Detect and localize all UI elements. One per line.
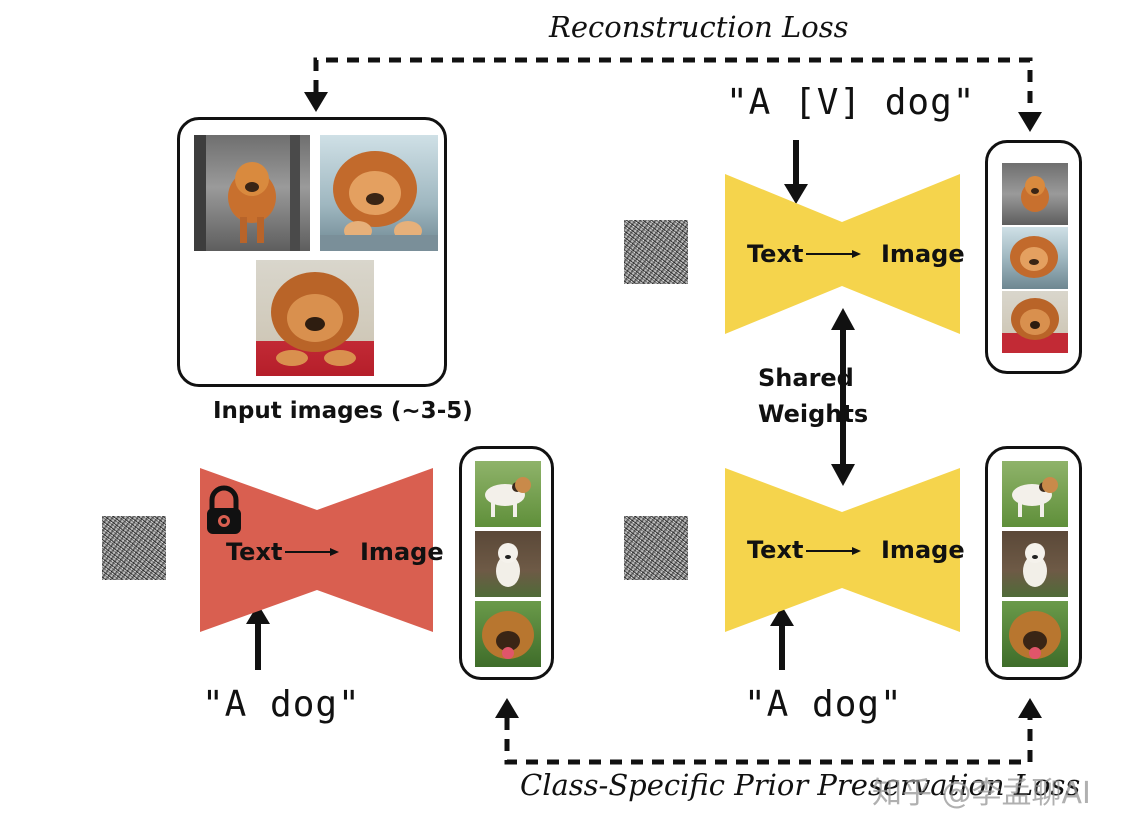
shared-weights-line1: Shared [758, 364, 854, 392]
top-model-text-label: Text [747, 240, 804, 268]
subject-output-box [985, 140, 1082, 374]
frozen-model-text-label: Text [226, 538, 283, 566]
subject-output-photo-3 [1002, 291, 1068, 353]
input-images-box [177, 117, 447, 387]
watermark: 知乎 @李孟聊AI [872, 776, 1091, 811]
prompt-arrow-subject [784, 140, 808, 204]
prior-output-photo-2 [1002, 531, 1068, 597]
shared-weights-label: Shared Weights [758, 360, 868, 432]
prompt-arrow-bottom [770, 606, 794, 670]
bottom-model-text-label: Text [747, 536, 804, 564]
bottom-model-shape [725, 468, 960, 632]
input-dog-photo-2 [320, 135, 438, 251]
frozen-model-bowtie [200, 468, 433, 632]
dog-photo-icon [1012, 477, 1058, 517]
subject-output-photo-1 [1002, 163, 1068, 225]
prior-dog-photo-1 [475, 461, 541, 527]
dog-photo-icon [320, 151, 438, 251]
class-prompt-left: "A dog" [202, 684, 361, 725]
dog-photo-icon [1009, 611, 1061, 659]
dog-photo-icon [271, 272, 359, 366]
noise-image-frozen [102, 516, 166, 580]
shared-weights-line2: Weights [758, 400, 869, 428]
reconstruction-loss-title: Reconstruction Loss [549, 10, 849, 44]
dog-photo-icon [194, 135, 300, 251]
dog-photo-icon [1023, 543, 1047, 587]
bottom-model-image-label: Image [881, 536, 965, 564]
arrowhead-up-left [495, 698, 519, 718]
frozen-model-shape [200, 468, 433, 632]
dog-photo-icon [1011, 298, 1059, 340]
reconstruction-loss-connector [304, 57, 1042, 132]
prior-output-photo-3 [1002, 601, 1068, 667]
subject-prompt: "A [V] dog" [726, 82, 976, 123]
prior-dog-photo-3 [475, 601, 541, 667]
prior-dog-photo-2 [475, 531, 541, 597]
input-dog-photo-1 [194, 135, 310, 251]
frozen-output-box [459, 446, 554, 680]
dog-photo-icon [485, 477, 531, 517]
prior-preservation-connector [495, 698, 1042, 765]
prior-preservation-loss-title: Class-Specific Prior Preservation Loss [520, 768, 1081, 802]
top-model-image-label: Image [881, 240, 965, 268]
input-dog-photo-3 [256, 260, 374, 376]
prior-output-box [985, 446, 1082, 680]
arrowhead-up-right [1018, 698, 1042, 718]
noise-image-top [624, 220, 688, 284]
dog-photo-icon [496, 543, 520, 587]
frozen-model-image-label: Image [360, 538, 444, 566]
top-model-shape [725, 174, 960, 334]
arrowhead-down-left [304, 92, 328, 112]
input-images-label: Input images (~3-5) [213, 398, 473, 424]
class-prompt-right: "A dog" [744, 684, 903, 725]
subject-output-photo-2 [1002, 227, 1068, 289]
prior-output-photo-1 [1002, 461, 1068, 527]
noise-image-bottom [624, 516, 688, 580]
arrowhead-down-right [1018, 112, 1042, 132]
prompt-arrow-frozen [246, 604, 270, 670]
shared-weights-double-arrow [831, 308, 855, 486]
dog-photo-icon [482, 611, 534, 659]
dog-photo-icon [1010, 236, 1058, 278]
lock-icon [207, 485, 241, 534]
dog-photo-icon [1021, 176, 1049, 212]
